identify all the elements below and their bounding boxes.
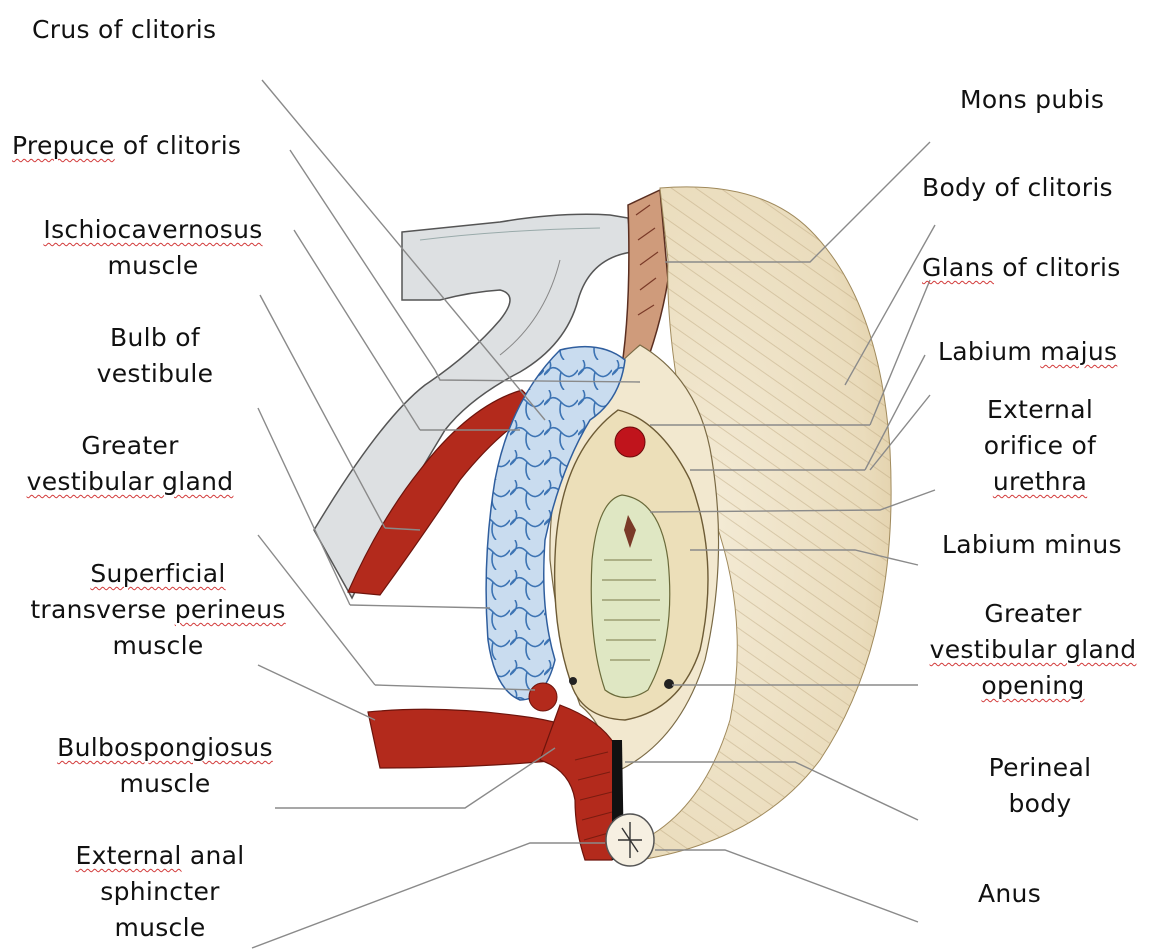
label-greater-vestibular-gland-opening: Greater vestibular gland opening [908, 596, 1158, 704]
label-perineal-body: Perineal body [950, 750, 1130, 822]
label-glans-of-clitoris: Glans of clitoris [922, 250, 1121, 286]
anus [606, 814, 654, 866]
label-mons-pubis: Mons pubis [960, 82, 1104, 118]
label-greater-vestibular-gland-left: Greater vestibular gland [5, 428, 255, 500]
label-superficial-transverse-perineus-muscle: Superficial transverse perineus muscle [8, 556, 308, 664]
label-labium-minus: Labium minus [942, 527, 1122, 563]
label-ischiocavernosus-muscle: Ischiocavernosus muscle [18, 212, 288, 284]
label-crus-of-clitoris: Crus of clitoris [32, 12, 216, 48]
gland-opening-left [569, 677, 577, 685]
label-external-orifice-of-urethra: External orifice of urethra [950, 392, 1130, 500]
label-prepuce-of-clitoris: Prepuce of clitoris [12, 128, 241, 164]
leader-bulb [260, 295, 385, 528]
label-bulbospongiosus-muscle: Bulbospongiosus muscle [35, 730, 295, 802]
leader-gvg-h [350, 605, 490, 608]
label-bulb-of-vestibule: Bulb of vestibule [55, 320, 255, 392]
label-anus: Anus [978, 876, 1041, 912]
leader-bulbo [258, 665, 375, 720]
label-body-of-clitoris: Body of clitoris [922, 170, 1113, 206]
leader-ischio [294, 230, 420, 430]
leader-anus [655, 850, 918, 922]
leader-eas [252, 843, 605, 948]
greater-vestibular-gland [529, 683, 557, 711]
gland-opening-right [664, 679, 674, 689]
label-labium-majus: Labium majus [938, 334, 1117, 370]
glans-of-clitoris [615, 427, 645, 457]
label-external-anal-sphincter-muscle: External anal sphincter muscle [55, 838, 265, 946]
